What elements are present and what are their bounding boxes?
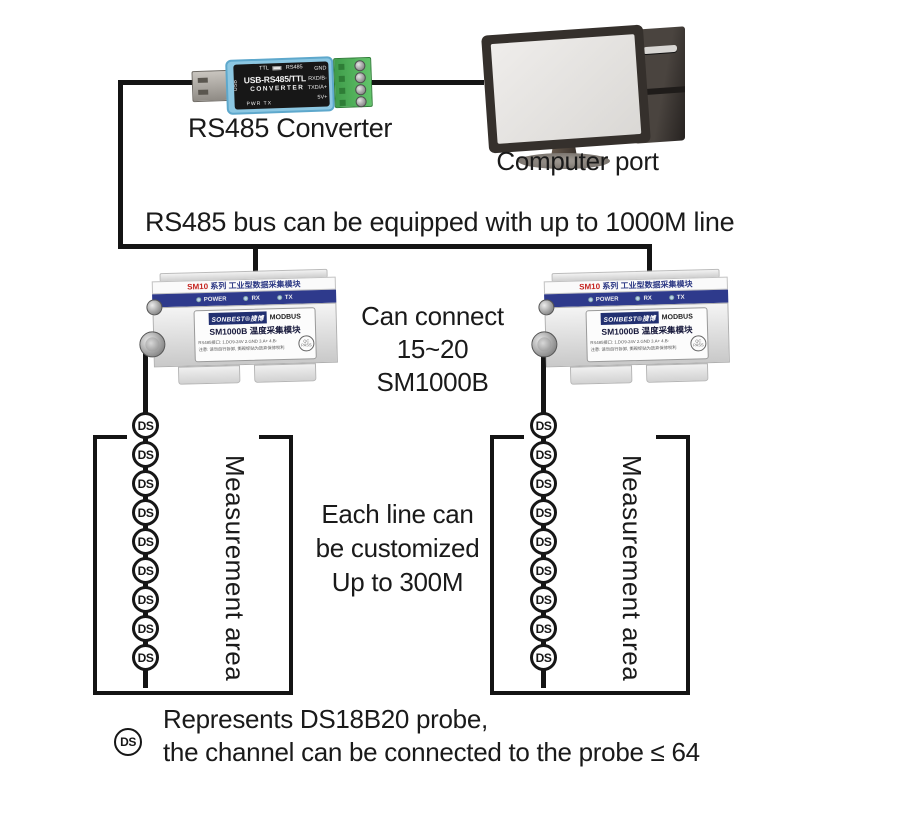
ds-probe-node: DS — [132, 557, 159, 584]
converter-label-panel: TTL RS485 USB-RS485/TTL CONVERTER PWR TX… — [233, 61, 330, 110]
bracket-left-area-right-tick — [259, 435, 293, 439]
terminal-block — [333, 56, 373, 109]
led-power: POWER — [195, 296, 227, 303]
wire-left-vertical — [118, 80, 123, 248]
bracket-right-area-left-edge — [490, 435, 494, 695]
brand-badge: SONBEST®搜博 — [208, 311, 267, 325]
computer-monitor — [481, 24, 651, 154]
ds-probe-node: DS — [530, 470, 557, 497]
wire-bus-drop-right-module — [647, 244, 652, 274]
module-warning: 注意: 请勿自行拆卸, 撕毁标贴为放弃保修权利 — [590, 345, 677, 353]
power-led-icon — [587, 297, 593, 303]
pin-txd: TXD/A+ — [307, 84, 328, 92]
tx-led-icon — [276, 295, 282, 301]
converter-led-labels: PWR TX — [246, 100, 273, 108]
usb-plug-icon — [191, 69, 229, 103]
bracket-left-area-bottom — [93, 691, 293, 695]
wire-converter-to-computer — [372, 80, 484, 85]
bracket-right-area-right-tick — [656, 435, 690, 439]
usb-side-label: USB — [233, 79, 239, 92]
connect-capacity-note: Can connect 15~20 SM1000B — [361, 301, 504, 397]
wire-bus-drop-left-module — [253, 244, 258, 274]
series-code: SM10 — [579, 281, 601, 292]
module-warning: 注意: 请勿自行拆卸, 撕毁标贴为放弃保修权利 — [198, 345, 285, 353]
wire-rs485-bus — [118, 244, 652, 249]
ds-probe-node: DS — [132, 586, 159, 613]
bracket-right-area-right-edge — [686, 435, 690, 695]
ds-probe-node: DS — [530, 557, 557, 584]
ds-probe-node: DS — [530, 528, 557, 555]
module-foot — [177, 365, 241, 385]
measurement-area-label-right: Measurement area — [617, 454, 647, 682]
converter-caption: RS485 Converter — [188, 113, 393, 143]
ds-probe-node: DS — [132, 644, 159, 671]
ds-probe-node: DS — [132, 470, 159, 497]
mode-switch-icon — [272, 65, 282, 71]
led-power: POWER — [587, 296, 619, 303]
rx-led-icon — [243, 295, 249, 302]
bracket-right-area-left-tick — [490, 435, 524, 439]
qc-stamp: QC PASS — [298, 335, 315, 352]
ds-probe-node: DS — [530, 586, 557, 613]
ttl-label: TTL — [259, 65, 269, 72]
rx-led-icon — [635, 295, 641, 302]
ds-probe-node: DS — [132, 412, 159, 439]
sm1000b-module-right: SM10 系列 工业型数据采集模块 POWER RX TX SONBEST®搜博… — [531, 268, 731, 390]
power-led-icon — [195, 297, 201, 303]
converter-pinout: GND RXD/B- TXD/A+ 5V+ — [307, 64, 328, 103]
pin-5v: 5V+ — [317, 93, 328, 101]
led-rx: RX — [635, 295, 652, 302]
sm1000b-module-left: SM10 系列 工业型数据采集模块 POWER RX TX SONBEST®搜博… — [139, 268, 339, 390]
measurement-area-label-left: Measurement area — [220, 454, 250, 682]
brand-badge: SONBEST®搜博 — [600, 311, 659, 325]
computer-caption: Computer port — [496, 146, 659, 176]
ds-probe-node: DS — [530, 644, 557, 671]
series-code: SM10 — [187, 281, 209, 292]
ds-probe-node: DS — [132, 499, 159, 526]
ds-probe-node: DS — [132, 441, 159, 468]
module-foot — [569, 365, 633, 385]
ds-probe-node: DS — [132, 528, 159, 555]
monitor-base — [518, 153, 610, 169]
led-tx: TX — [276, 294, 293, 301]
ds-probe-node: DS — [530, 615, 557, 642]
bracket-left-area-left-edge — [93, 435, 97, 695]
module-model: SM1000B 温度采集模块 — [601, 324, 693, 337]
module-foot — [645, 363, 709, 383]
bracket-left-area-right-edge — [289, 435, 293, 695]
qc-stamp: QC PASS — [690, 335, 707, 352]
module-foot — [253, 363, 317, 383]
computer — [480, 22, 695, 172]
monitor-screen — [490, 34, 642, 144]
ds-probe-node: DS — [530, 412, 557, 439]
ds-probe-node: DS — [132, 615, 159, 642]
module-model: SM1000B 温度采集模块 — [209, 324, 301, 337]
line-length-note: Each line can be customized Up to 300M — [315, 499, 480, 597]
protocol-label: MODBUS — [269, 313, 301, 321]
rs485-converter-device: TTL RS485 USB-RS485/TTL CONVERTER PWR TX… — [185, 49, 379, 122]
rs485-label: RS485 — [285, 64, 303, 71]
wire-converter-left — [118, 80, 196, 85]
bracket-right-area-bottom — [490, 691, 690, 695]
ds-probe-node: DS — [530, 441, 557, 468]
tower-drive-slot — [643, 44, 677, 55]
legend-text: Represents DS18B20 probe, the channel ca… — [163, 704, 700, 767]
led-rx: RX — [243, 295, 260, 302]
ds-legend-icon: DS — [114, 728, 142, 756]
bracket-left-area-left-tick — [93, 435, 127, 439]
bus-length-note: RS485 bus can be equipped with up to 100… — [145, 207, 735, 237]
pin-gnd: GND — [314, 65, 327, 72]
led-tx: TX — [668, 294, 685, 301]
protocol-label: MODBUS — [661, 313, 693, 321]
ds-probe-node: DS — [530, 499, 557, 526]
converter-body: TTL RS485 USB-RS485/TTL CONVERTER PWR TX… — [225, 56, 335, 115]
tx-led-icon — [668, 295, 674, 301]
